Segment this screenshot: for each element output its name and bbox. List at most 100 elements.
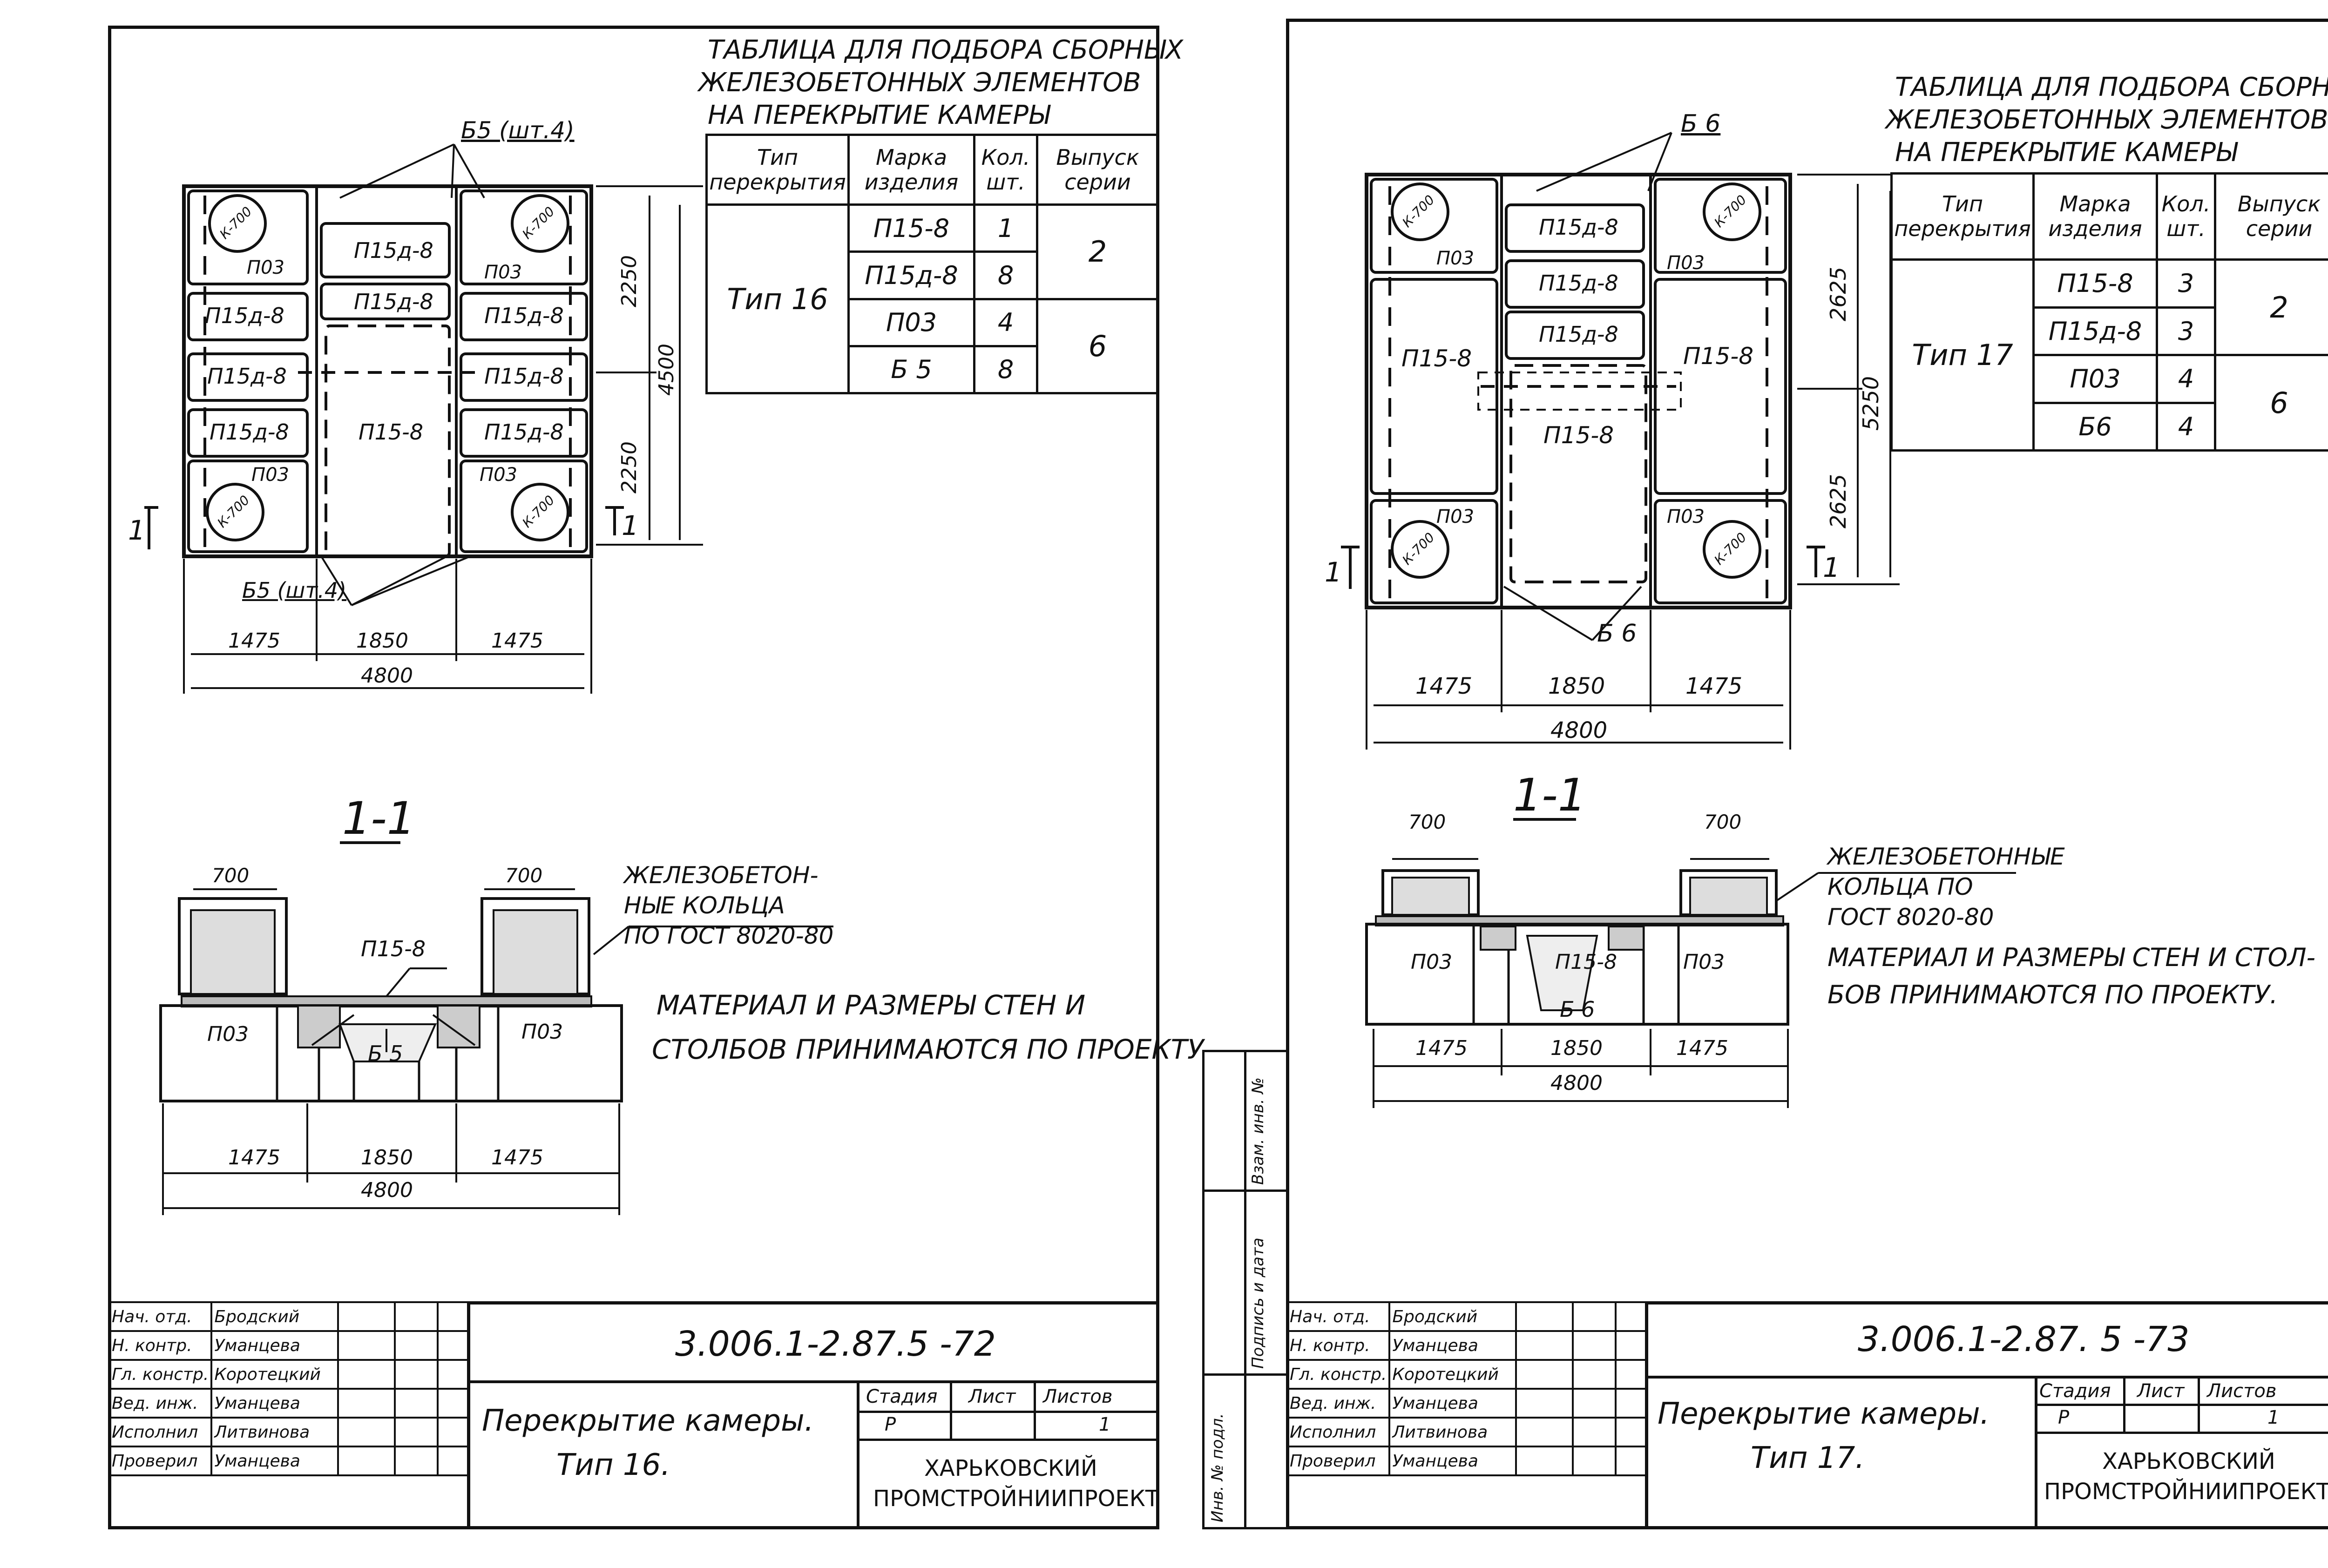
slab-p15d <box>320 283 451 320</box>
ring <box>1391 182 1449 241</box>
section-label-beam: Б 6 <box>1560 997 1595 1022</box>
dim-v: 2625 <box>1826 266 1851 321</box>
slab-p03-tl <box>1370 178 1498 274</box>
section-mark: 1 <box>1823 552 1840 583</box>
dim-h: 1475 <box>491 629 543 653</box>
title-block-signatures: Нач. отд.Бродский Н. контр.Уманцева Гл. … <box>108 1301 469 1476</box>
slab-p15d <box>320 222 451 278</box>
person-name: Уманцева <box>1388 1446 1517 1476</box>
dim-v: 2625 <box>1826 473 1851 528</box>
selection-table: Тип перекрытия Марка изделия Кол. шт. Вы… <box>705 134 1159 395</box>
dim-h: 1475 <box>1685 673 1743 699</box>
plan-label-p15: П15-8 <box>359 419 423 445</box>
table-cell-mark: Б 5 <box>847 345 975 395</box>
role: Исполнил <box>1286 1417 1391 1447</box>
table-cell-series: 2 <box>1036 203 1159 300</box>
plan-label-p15d: П15д-8 <box>207 364 287 389</box>
section-label-p03: П03 <box>207 1022 249 1046</box>
plan-label-p15d: П15д-8 <box>484 303 564 328</box>
beam-label-top: Б5 (шт.4) <box>461 117 575 144</box>
section-dim-total: 4800 <box>361 1178 413 1202</box>
slab-p03-tr <box>460 189 588 285</box>
note-material-line: БОВ ПРИНИМАЮТСЯ ПО ПРОЕКТУ. <box>1827 980 2278 1009</box>
note-rings-line: НЫЕ КОЛЬЦА <box>624 892 785 919</box>
table-type-cell: Тип 17 <box>1890 258 2035 452</box>
table-cell-qty: 3 <box>2156 258 2216 309</box>
section-dim-total: 4800 <box>1550 1071 1603 1095</box>
table-cell-mark: Б6 <box>2032 401 2158 452</box>
ring <box>1391 520 1449 579</box>
beam-label-bottom: Б5 (шт.4) <box>242 578 347 603</box>
slab-p03-br <box>1654 499 1787 604</box>
section-dim-h: 1475 <box>491 1146 543 1169</box>
plan-label-p15d: П15д-8 <box>1539 322 1618 347</box>
table-cell-mark: П03 <box>2032 354 2158 404</box>
sheets-value: 1 <box>2267 1407 2280 1428</box>
dim-total: 4800 <box>1550 717 1608 743</box>
doc-code: 3.006.1-2.87. 5 -73 <box>1858 1319 2190 1359</box>
section-dim: 700 <box>505 864 543 887</box>
table-title-line: НА ПЕРЕКРЫТИЕ КАМЕРЫ <box>708 100 1050 130</box>
slab-p15 <box>1509 364 1647 583</box>
organization-line: ХАРЬКОВСКИЙ <box>2102 1448 2275 1474</box>
table-cell-mark: П15-8 <box>847 203 975 253</box>
table-title-line: ТАБЛИЦА ДЛЯ ПОДБОРА СБОРНЫХ <box>708 35 1184 65</box>
slab-p15d <box>187 292 309 341</box>
slab-p15d <box>460 352 588 402</box>
slab-p15 <box>325 324 451 558</box>
ring <box>511 194 569 253</box>
drawing-title-line: Тип 16. <box>556 1448 670 1482</box>
sheet-header: Лист <box>2137 1380 2185 1402</box>
person-name: Бродский <box>210 1301 339 1332</box>
table-title-line: НА ПЕРЕКРЫТИЕ КАМЕРЫ <box>1895 137 2237 168</box>
slab-p15d <box>1505 311 1645 360</box>
slab-p15d <box>1505 203 1645 253</box>
table-cell-qty: 4 <box>2156 401 2216 452</box>
note-rings-line: КОЛЬЦА ПО <box>1827 873 1973 900</box>
role: Проверил <box>1286 1446 1391 1476</box>
drawing-title-line: Тип 17. <box>1751 1441 1865 1475</box>
section-dim-h: 1850 <box>361 1146 413 1169</box>
table-header-series: Выпуск серии <box>2214 172 2328 261</box>
section-label-p15: П15-8 <box>361 936 426 961</box>
person-name: Уманцева <box>210 1446 339 1476</box>
slab-p15 <box>1370 278 1498 495</box>
role: Гл. констр. <box>108 1359 213 1390</box>
table-cell-mark: П03 <box>847 297 975 347</box>
plan-label-p15d: П15д-8 <box>354 238 433 263</box>
ring <box>1703 182 1761 241</box>
table-cell-mark: П15д-8 <box>847 250 975 300</box>
role: Н. контр. <box>108 1330 213 1361</box>
plan-label-p15d: П15д-8 <box>1539 270 1618 296</box>
role: Гл. констр. <box>1286 1359 1391 1390</box>
plan-label-p15d: П15д-8 <box>1539 215 1618 240</box>
dim-h: 1850 <box>1548 673 1605 699</box>
note-material-line: МАТЕРИАЛ И РАЗМЕРЫ СТЕН И <box>656 989 1086 1021</box>
stage-header: Стадия <box>866 1386 938 1407</box>
table-cell-qty: 8 <box>973 345 1038 395</box>
note-material-line: СТОЛБОВ ПРИНИМАЮТСЯ ПО ПРОЕКТУ <box>652 1034 1204 1065</box>
organization-line: ПРОМСТРОЙНИИПРОЕКТ <box>873 1486 1159 1512</box>
slab-p15d <box>187 352 309 402</box>
plan-label-p03: П03 <box>484 262 522 283</box>
stage-value: Р <box>2058 1407 2070 1428</box>
table-cell-series: 6 <box>2214 354 2328 452</box>
person-name: Уманцева <box>1388 1330 1517 1361</box>
table-header-type: Тип перекрытия <box>705 134 850 206</box>
section-dim-h: 1850 <box>1550 1036 1603 1060</box>
stage-header: Стадия <box>2039 1380 2111 1402</box>
note-rings-line: ЖЕЛЕЗОБЕТОН- <box>624 862 819 889</box>
person-name: Уманцева <box>1388 1388 1517 1419</box>
table-header-mark: Марка изделия <box>2032 172 2158 261</box>
title-block-right <box>1645 1301 2328 1529</box>
note-rings-line: ПО ГОСТ 8020-80 <box>624 922 834 949</box>
person-name: Коротецкий <box>210 1359 339 1390</box>
ring <box>208 194 267 253</box>
slab-p03-tl <box>187 189 309 285</box>
role: Проверил <box>108 1446 213 1476</box>
table-cell-mark: П15д-8 <box>2032 306 2158 356</box>
slab-p03-bl <box>1370 499 1498 604</box>
dim-h: 1475 <box>228 629 280 653</box>
sheets-header: Листов <box>1043 1386 1113 1407</box>
